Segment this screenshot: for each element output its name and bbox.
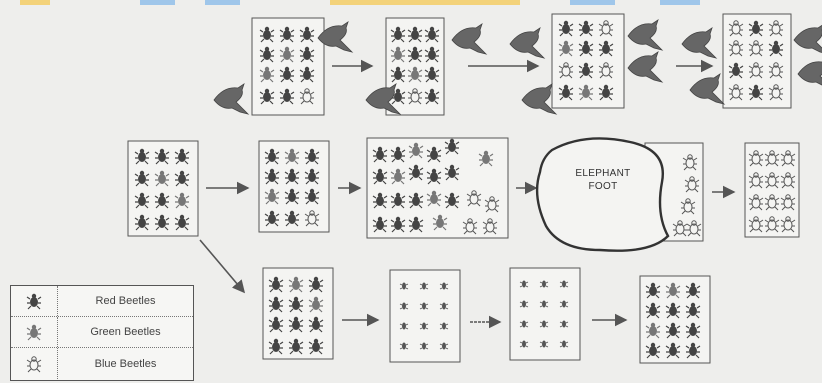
top-color-fragment — [20, 0, 50, 5]
arrow — [200, 240, 244, 292]
middle-row — [128, 138, 799, 251]
bird-icon — [510, 28, 544, 58]
elephant-foot-label: ELEPHANT FOOT — [548, 167, 658, 193]
top-row — [214, 14, 822, 115]
blue-beetle-icon — [11, 348, 58, 379]
legend-label-blue: Blue Beetles — [58, 358, 193, 370]
legend: Red Beetles Green Beetles Blue Beetles — [10, 285, 194, 381]
legend-label-red: Red Beetles — [58, 295, 193, 307]
bird-icon — [628, 52, 662, 82]
top-color-fragment — [570, 0, 615, 5]
bird-icon — [522, 84, 556, 114]
legend-label-green: Green Beetles — [58, 326, 193, 338]
top-color-fragment — [660, 0, 700, 5]
bird-icon — [682, 28, 716, 58]
elephant-label-line1: ELEPHANT — [548, 167, 658, 180]
elephant-foot-shape — [537, 138, 668, 250]
elephant-label-line2: FOOT — [548, 180, 658, 193]
bird-icon — [628, 20, 662, 50]
legend-row-blue: Blue Beetles — [11, 348, 193, 379]
bird-icon — [690, 74, 724, 104]
top-color-fragment — [140, 0, 175, 5]
bird-icon — [214, 84, 248, 114]
legend-row-red: Red Beetles — [11, 286, 193, 317]
legend-row-green: Green Beetles — [11, 317, 193, 348]
bird-icon — [798, 58, 822, 88]
top-color-fragment — [205, 0, 240, 5]
bird-icon — [794, 24, 822, 54]
red-beetle-icon — [11, 286, 58, 316]
beetle-box — [745, 143, 799, 237]
green-beetle-icon — [11, 317, 58, 347]
bottom-row — [200, 240, 710, 363]
bird-icon — [452, 24, 486, 54]
top-color-fragment — [330, 0, 520, 5]
